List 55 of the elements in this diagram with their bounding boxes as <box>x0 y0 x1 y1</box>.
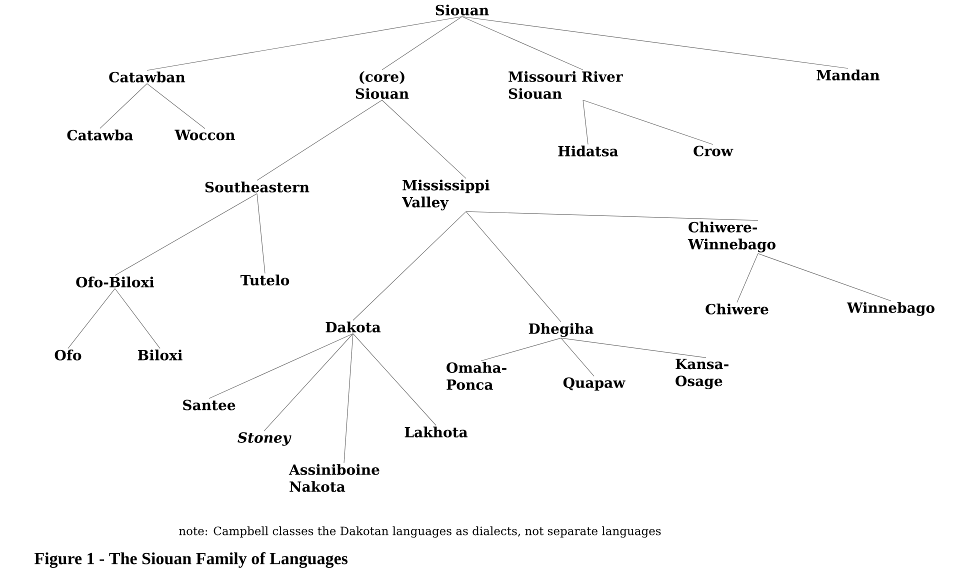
language-label: Siouan <box>436 4 489 16</box>
tree-line <box>352 211 466 321</box>
tree-line <box>264 333 354 432</box>
tree-line <box>466 211 758 221</box>
language-label: Catawban <box>109 72 186 82</box>
language-label: Southeastern <box>205 182 310 192</box>
language-label: Santee <box>183 400 236 410</box>
tree-line <box>256 193 266 274</box>
language-label: Chiwere-Winnebago <box>688 222 776 252</box>
language-label: Ofo <box>54 350 82 360</box>
tree-line <box>146 83 206 129</box>
tree-line <box>736 253 758 303</box>
language-label: Winnebago <box>846 302 934 316</box>
tree-line <box>462 16 584 70</box>
tree-line <box>480 338 562 362</box>
tree-line <box>114 288 160 349</box>
language-label: Woccon <box>174 130 235 140</box>
language-label: Hidatsa <box>558 146 618 156</box>
tree-line <box>462 16 848 69</box>
language-label: (core) Siouan <box>356 71 409 99</box>
tree-line <box>68 288 116 349</box>
language-label: Mandan <box>816 70 880 80</box>
language-label: Dhegiha <box>528 323 594 337</box>
tree-line <box>466 211 562 322</box>
language-label: Tutelo <box>240 274 290 286</box>
tree-line <box>100 83 148 129</box>
figure-caption: Figure 1 - The Siouan Family of Languages <box>34 552 348 568</box>
language-label: Catawba <box>67 130 134 140</box>
tree-line <box>758 253 892 302</box>
language-label: Ofo-Biloxi <box>76 276 154 288</box>
tree-line <box>146 16 462 71</box>
language-label: Biloxi <box>138 350 182 360</box>
tree-line <box>256 100 382 181</box>
language-label: Omaha-Ponca <box>446 362 506 390</box>
language-label: Lakhota <box>404 426 468 438</box>
language-label: Stoney <box>238 432 292 446</box>
language-label: Mississippi Valley <box>402 180 490 210</box>
language-label: Crow <box>694 146 734 156</box>
language-label: Quapaw <box>563 377 626 391</box>
tree-line <box>208 333 354 399</box>
tree-line <box>560 338 594 376</box>
language-label: Missouri River Siouan <box>508 71 623 99</box>
tree-line <box>382 16 462 70</box>
note-text: note: Campbell classes the Dakotan languages as dialects, not separate languages <box>179 526 661 538</box>
tree-line <box>352 333 436 426</box>
tree-line <box>582 100 588 145</box>
tree-line <box>114 193 258 276</box>
language-label: Kansa-Osage <box>676 358 728 390</box>
tree-line <box>344 333 354 464</box>
language-label: Assiniboine Nakota <box>288 464 380 492</box>
tree-line <box>560 338 706 358</box>
language-label: Dakota <box>326 322 381 332</box>
tree-line <box>582 100 714 145</box>
tree-line <box>382 100 466 179</box>
language-label: Chiwere <box>706 304 768 314</box>
